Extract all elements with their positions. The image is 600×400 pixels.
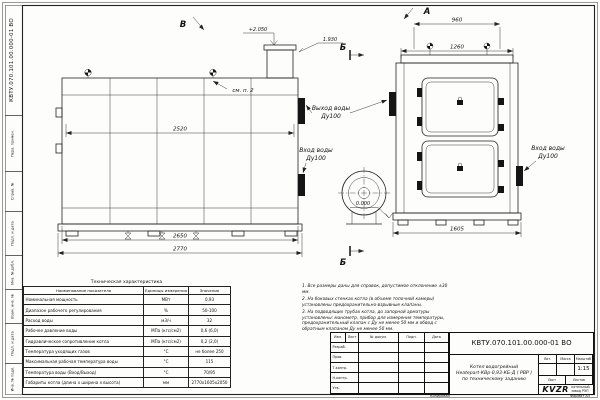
table-row: Диапазон рабочего регулирования%50-100	[23, 304, 231, 316]
scale-label: Масштаб	[575, 354, 593, 363]
product-line3: по техническому заданию	[462, 377, 526, 383]
tb-header-docnum: № докум.	[359, 332, 399, 343]
notes-block: 1. Все размеры даны для справок, допусти…	[302, 284, 454, 335]
tech-table: Наименование показателя Единицы измерени…	[23, 286, 231, 389]
margin-label-podp1: Подп. и дата	[10, 221, 14, 245]
product-name: Котел водогрейный Heatepart-КВр-0,93-КБ-…	[450, 354, 539, 394]
outlet-flange-side	[298, 98, 305, 124]
view-letter-a: А	[423, 7, 431, 17]
pipe-labels: Выход воды Ду100 Вход воды Ду100	[299, 99, 388, 174]
lit-label: Лит.	[539, 354, 557, 363]
dim-side-body: 2520	[173, 127, 187, 133]
title-block-designation: КВТУ.070.101.00.000-01 ВО	[450, 333, 593, 355]
section-letter-b-top: Б	[340, 43, 347, 53]
tech-table-title: Техническая характеристика	[90, 280, 163, 285]
boiler-front-view: 960 1260 1605 0.000 А Вход воды Ду100	[350, 7, 565, 237]
tb-header-list: Лист	[346, 332, 359, 343]
water-inlet-dn-left: Ду100	[305, 155, 326, 162]
elevation-zero: 0.000	[356, 201, 370, 207]
sheet-label: Лист	[539, 375, 566, 384]
margin-label-sprav: Справ. №	[10, 182, 14, 200]
sheets-label: Листов	[566, 375, 593, 384]
margin-label-inv-podl: Инв. № подл.	[10, 367, 14, 392]
table-row: Габариты котла (длина х ширина х высота)…	[23, 376, 231, 389]
water-outlet-label: Выход воды	[312, 105, 350, 112]
mass-label: Масса	[557, 354, 575, 363]
title-block-revision-grid: Изм. Лист № докум. Подп. Дата Разраб. Пр…	[331, 332, 450, 394]
lock-icon	[457, 166, 463, 171]
section-b-marks: Б Б	[338, 43, 390, 268]
note-2: 2. На боковых стенках котла (в объеме то…	[302, 297, 435, 308]
water-outlet-dn: Ду100	[320, 113, 341, 120]
scale-value: 1:15	[575, 363, 593, 375]
outlet-flange-front	[389, 92, 396, 116]
tb-header-izm: Изм.	[331, 332, 346, 343]
chimney	[266, 49, 294, 79]
tech-header-units: Единицы измерения	[143, 286, 189, 295]
section-letter-b-bottom: Б	[340, 258, 347, 268]
copied-label: Копировал	[430, 394, 450, 399]
dim-front-top: 960	[452, 18, 463, 24]
dim-side-mid: 2650	[173, 234, 187, 240]
tb-role-utv: Утв.	[331, 383, 359, 394]
company-logo: KVZR	[542, 384, 569, 394]
water-inlet-dn-right: Ду100	[537, 153, 558, 160]
dim-side-total: 2770	[173, 247, 187, 253]
company-name-line2: завод РЭП	[571, 389, 589, 393]
margin-label-inv-dubl: Инв. № дубл.	[10, 260, 14, 285]
elevation-top: +2.050	[249, 27, 268, 33]
product-line1: Котел водогрейный	[469, 364, 519, 370]
title-block: Изм. Лист № докум. Подп. Дата Разраб. Пр…	[330, 331, 594, 395]
tb-role-nkontr: Н.контр.	[331, 373, 359, 384]
margin-label-perv: Перв. примен.	[10, 130, 14, 157]
tb-header-data: Дата	[425, 332, 449, 343]
water-inlet-label-right: Вход воды	[531, 145, 565, 152]
tech-characteristics: Техническая характеристика Наименование …	[23, 280, 231, 389]
note-1: 1. Все размеры даны для справок, допусти…	[302, 284, 448, 295]
company-name-line1: котельный	[571, 385, 590, 389]
see-note-callout: см. п. 2	[232, 88, 254, 94]
corner-designation: КВТУ.070.101.00.000-01 ВО	[9, 18, 15, 102]
elevation-chimney: 1.930	[323, 37, 337, 43]
note-3: 3. На подводящих трубах котла, до запорн…	[302, 310, 445, 333]
tech-header-value: Значение	[188, 286, 231, 295]
boiler-side-view: 2520 2650 2770 В +2.050 1.930 см. п. 2	[55, 16, 343, 257]
company-cell: KVZR котельный завод РЭП	[539, 385, 593, 394]
tb-role-razrab: Разраб.	[331, 342, 359, 353]
inlet-flange-side	[298, 174, 305, 196]
format-label: Формат А3	[570, 394, 590, 399]
margin-label-vzam: Взам. инв. №	[10, 294, 14, 319]
view-letter-v: В	[180, 20, 186, 30]
dim-front-body: 1260	[450, 45, 464, 51]
lower-door	[421, 140, 499, 198]
tb-role-tkontr: Т.контр.	[331, 363, 359, 374]
product-line2: Heatepart-КВр-0,93-КБ-Д ( РВР )	[456, 370, 532, 376]
tech-header-name: Наименование показателя	[23, 286, 144, 295]
upper-door	[421, 77, 499, 137]
dim-front-total: 1605	[450, 227, 464, 233]
margin-label-podp2: Подп. и дата	[10, 331, 14, 355]
water-inlet-label-left: Вход воды	[299, 147, 333, 154]
tb-role-prov: Пров.	[331, 352, 359, 363]
tb-header-podp: Подп.	[399, 332, 425, 343]
inlet-flange-front	[516, 166, 523, 186]
lock-icon	[457, 100, 463, 105]
